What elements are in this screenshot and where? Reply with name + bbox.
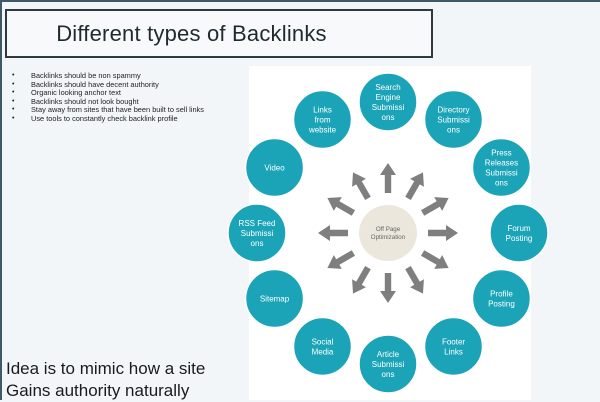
bullet-item: Organic looking anchor text: [12, 89, 204, 98]
slide-title: Different types of Backlinks: [56, 20, 327, 46]
node-label: Submissi: [485, 169, 518, 178]
node-sitemap: Sitemap: [244, 268, 305, 329]
arrow-social-media: [352, 266, 371, 294]
node-circle: [423, 316, 484, 377]
node-label: ons: [447, 126, 460, 135]
node-label: Links: [444, 347, 463, 356]
bullet-item: Backlinks should not look bought: [12, 97, 204, 107]
arrow-rss-feed-submissions: [318, 225, 348, 241]
node-label: Directory: [437, 106, 469, 115]
arrow-directory-submissions: [405, 172, 424, 200]
node-label: Media: [312, 347, 334, 356]
slide-left-border: [0, 0, 2, 400]
node-circle: [358, 334, 418, 394]
footer-text: Idea is to mimic how a site Gains author…: [6, 358, 205, 402]
bullet-list: Backlinks should be non spammy Backlinks…: [12, 71, 204, 124]
title-box: Different types of Backlinks: [5, 9, 433, 58]
arrow-links-from-website: [352, 172, 371, 200]
node-label: ons: [382, 113, 395, 122]
arrow-search-engine-submissions: [380, 163, 396, 193]
node-label: ons: [495, 179, 508, 188]
node-label: Submissi: [372, 103, 405, 112]
node-label: RSS Feed: [239, 219, 276, 228]
footer-line-2: Gains authority naturally: [6, 381, 190, 400]
hub-label: Optimization: [371, 234, 406, 241]
arrow-footer-links: [405, 266, 424, 294]
arrow-forum-posting: [428, 225, 458, 241]
node-label: from: [315, 116, 331, 125]
node-label: Social: [312, 337, 334, 346]
node-label: ons: [382, 370, 395, 379]
node-circle: [471, 268, 532, 329]
node-label: Sitemap: [260, 295, 290, 304]
arrow-sitemap: [327, 250, 355, 269]
node-label: Posting: [488, 300, 515, 309]
node-label: Article: [377, 350, 400, 359]
node-label: Releases: [485, 159, 518, 168]
hub-label: Off Page: [376, 226, 401, 233]
node-label: Press: [491, 149, 511, 158]
node-label: Submissi: [372, 360, 405, 369]
arrow-profile-posting: [421, 250, 449, 269]
node-circle: [471, 137, 532, 198]
node-label: Search: [375, 83, 400, 92]
slide-top-border: [0, 0, 600, 2]
node-circle: [489, 203, 549, 263]
arrow-press-releases-submissions: [421, 197, 449, 216]
node-circle: [244, 268, 305, 329]
node-circle: [244, 137, 305, 198]
node-label: website: [308, 126, 337, 135]
off-page-optimization-hub: [359, 205, 417, 261]
bullet-item: Backlinks should have decent authority: [12, 80, 204, 90]
node-label: Submissi: [437, 116, 470, 125]
bullet-item: Backlinks should be non spammy: [12, 71, 204, 81]
node-circle: [292, 316, 353, 377]
arrow-video: [327, 197, 355, 216]
node-label: Posting: [506, 234, 533, 243]
footer-line-1: Idea is to mimic how a site: [6, 359, 206, 378]
node-label: Profile: [490, 290, 513, 299]
node-video: Video: [244, 137, 305, 198]
node-label: Forum: [507, 224, 530, 233]
bullet-item: Use tools to constantly check backlink p…: [12, 114, 204, 124]
node-circle: [358, 72, 418, 132]
node-label: Submissi: [241, 229, 274, 238]
node-circle: [423, 89, 484, 150]
node-circle: [227, 203, 287, 263]
node-label: Video: [264, 164, 285, 173]
arrow-article-submissions: [380, 273, 396, 303]
node-circle: [292, 89, 353, 150]
node-label: ons: [251, 239, 264, 248]
node-label: Footer: [442, 337, 465, 346]
node-label: Links: [313, 106, 332, 115]
node-label: Engine: [376, 93, 401, 102]
bullet-item: Stay away from sites that have been buil…: [12, 106, 204, 115]
